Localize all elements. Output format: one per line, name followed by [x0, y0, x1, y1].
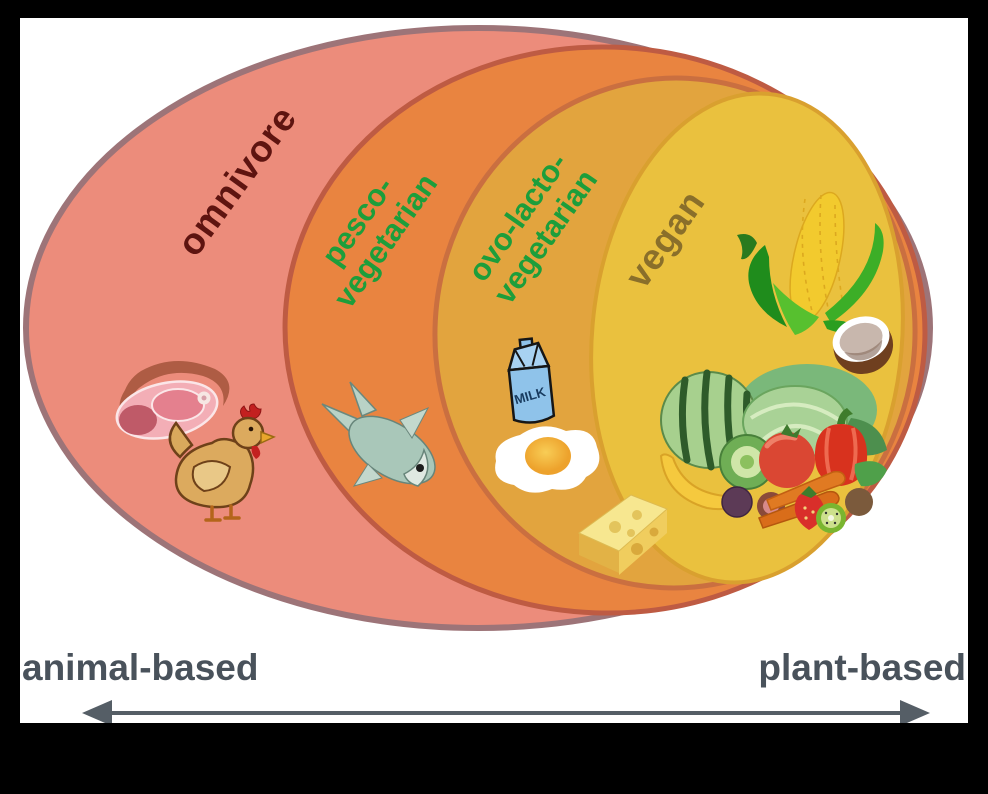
cheese-icon [578, 494, 668, 575]
diagram-canvas: omnivore pesco- vegetarian ovo-lacto- ve… [20, 18, 968, 723]
coconut-icon [832, 316, 894, 375]
kiwi-slice-icon [816, 503, 846, 533]
meat-icon [115, 360, 230, 440]
fish-icon [321, 381, 436, 487]
bell-pepper-icon [814, 408, 868, 486]
plum-icon [721, 486, 753, 518]
euler-diagram-svg: omnivore pesco- vegetarian ovo-lacto- ve… [22, 25, 966, 723]
corn-icon [737, 191, 884, 335]
axis-right-label: plant-based [758, 647, 966, 688]
milk-carton-icon: MILK [507, 337, 556, 424]
fried-egg-icon [495, 426, 600, 493]
lettuce-icon [854, 461, 887, 487]
axis-left-label: animal-based [22, 647, 258, 688]
diet-spectrum-arrow [82, 700, 930, 723]
chicken-icon [168, 403, 276, 522]
fruits-vegetables-icon [659, 364, 887, 533]
cabbage-slice-icon [719, 434, 775, 490]
tomato-icon [759, 424, 815, 488]
kiwi-icon [845, 488, 873, 516]
